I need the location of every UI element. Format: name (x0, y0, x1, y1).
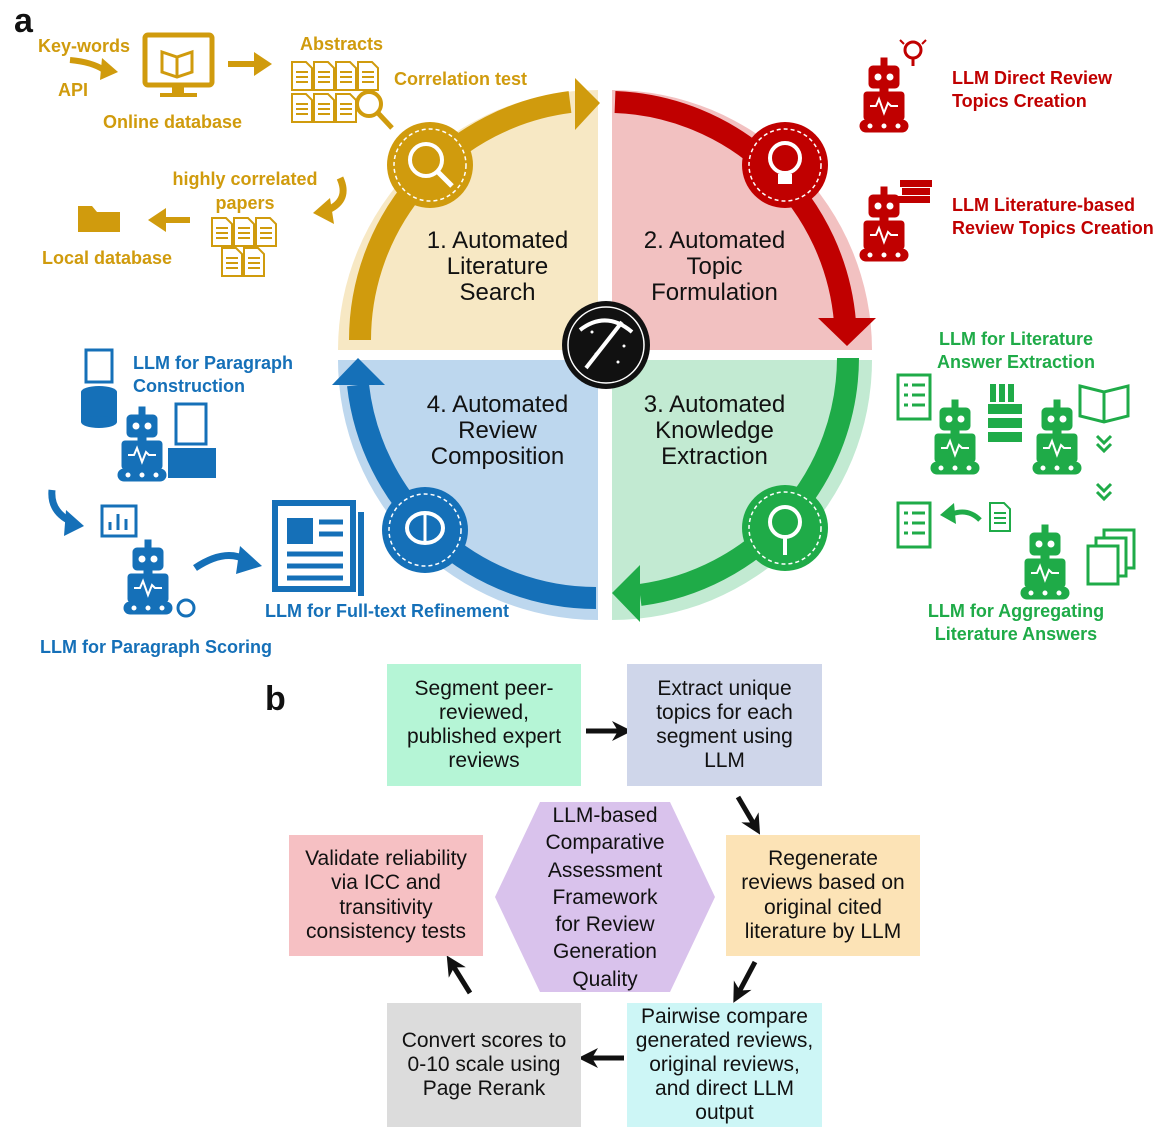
quadrant-search-fill (338, 90, 598, 350)
llm-direct-topics-label: LLM Direct Review Topics Creation (952, 68, 1113, 111)
abstracts-label: Abstracts (300, 34, 384, 54)
typewriter-icon (168, 402, 216, 478)
correlation-test-label: Correlation test (394, 69, 528, 89)
answer-extraction-label: LLM for Literature Answer Extraction (936, 329, 1096, 372)
quadrant-composition-fill (338, 360, 598, 620)
framework-hexagon (495, 802, 715, 992)
aggregating-answers-label: LLM for Aggregating Literature Answers (927, 601, 1105, 644)
stacked-docs-icon (1086, 528, 1136, 586)
quadrant-topic-fill (612, 90, 872, 350)
paragraph-construction-label: LLM for Paragraph Construction (133, 353, 294, 396)
flow-arrow-convert-validate (446, 955, 473, 995)
box-segment-reviews: Segment peer-reviewed, published expert … (387, 664, 581, 786)
online-database-label: Online database (103, 112, 243, 132)
arrow-composition-head (332, 358, 385, 385)
box-regenerate-reviews: Regenerate reviews based on original cit… (726, 835, 920, 956)
quadrant-composition-title: 4. Automated Review Composition (426, 391, 569, 470)
database-checklist-icon (81, 348, 117, 428)
paragraph-scoring-label: LLM for Paragraph Scoring (40, 637, 273, 657)
box-extract-topics: Extract unique topics for each segment u… (627, 664, 822, 786)
quadrant-extraction-title: 3. Automated Knowledge Extraction (643, 391, 786, 470)
server-books-icon (988, 384, 1022, 442)
panel-a-letter: a (14, 2, 33, 40)
robot-extract-left-icon (930, 399, 980, 475)
arrow-topic-head (818, 318, 876, 346)
topic-lightbulb-icon (742, 122, 828, 208)
robot-scoring-icon (123, 539, 173, 615)
framework-center-text: LLM-based Comparative Assessment Framewo… (545, 804, 665, 991)
robot-direct-icon (859, 57, 909, 133)
api-label: API (58, 80, 89, 100)
newspaper-icon (272, 500, 364, 596)
chevron-down-icon (1095, 434, 1113, 454)
chevron-down-icon-2 (1095, 482, 1113, 502)
keywords-label: Key-words (38, 36, 131, 56)
to-checklist-arrow (951, 509, 982, 522)
flow-arrow-regenerate-pairwise (733, 960, 758, 1003)
quadrant-search-title: 1. Automated Literature Search (426, 227, 569, 306)
checklist-aggregate-icon (896, 501, 932, 549)
central-emblem-icon (562, 301, 650, 389)
correlated-docs-icon (211, 217, 277, 277)
checklist-left-icon (896, 373, 932, 421)
books-icon (898, 180, 932, 203)
composition-brain-icon (382, 487, 468, 573)
arrow-extraction-head (612, 565, 640, 622)
box-validate-reliability: Validate reliability via ICC and transit… (289, 835, 483, 956)
doc-aggregate-icon (989, 502, 1011, 532)
quadrant-topic-title: 2. Automated Topic Formulation (643, 227, 786, 306)
robot-construction-icon (117, 406, 167, 482)
local-database-label: Local database (42, 248, 173, 268)
open-book-icon (1078, 384, 1130, 424)
arrow-search-head (575, 78, 600, 130)
panel-b-letter: b (265, 680, 286, 718)
highly-correlated-label: highly correlated papers (172, 169, 318, 213)
quadrant-extraction-fill (612, 360, 872, 620)
chart-board-icon (100, 504, 138, 538)
robot-extract-right-icon (1032, 399, 1082, 475)
bulb-small-icon (899, 39, 927, 66)
robot-aggregate-icon (1020, 524, 1070, 600)
extraction-tree-icon (742, 485, 828, 571)
folder-icon (78, 206, 120, 232)
gear-icon (176, 598, 196, 618)
keywords-arrow-icon (69, 57, 106, 73)
search-brain-icon (387, 122, 473, 208)
flow-arrow-extract-regenerate (735, 795, 761, 835)
box-pairwise-compare: Pairwise compare generated reviews, orig… (627, 1003, 822, 1127)
llm-literature-topics-label: LLM Literature-based Review Topics Creat… (952, 195, 1154, 238)
fulltext-refinement-label: LLM for Full-text Refinement (265, 601, 509, 621)
magnifier-icon (355, 90, 394, 130)
computer-book-icon (142, 32, 215, 97)
box-convert-scores: Convert scores to 0-10 scale using Page … (387, 1003, 581, 1127)
